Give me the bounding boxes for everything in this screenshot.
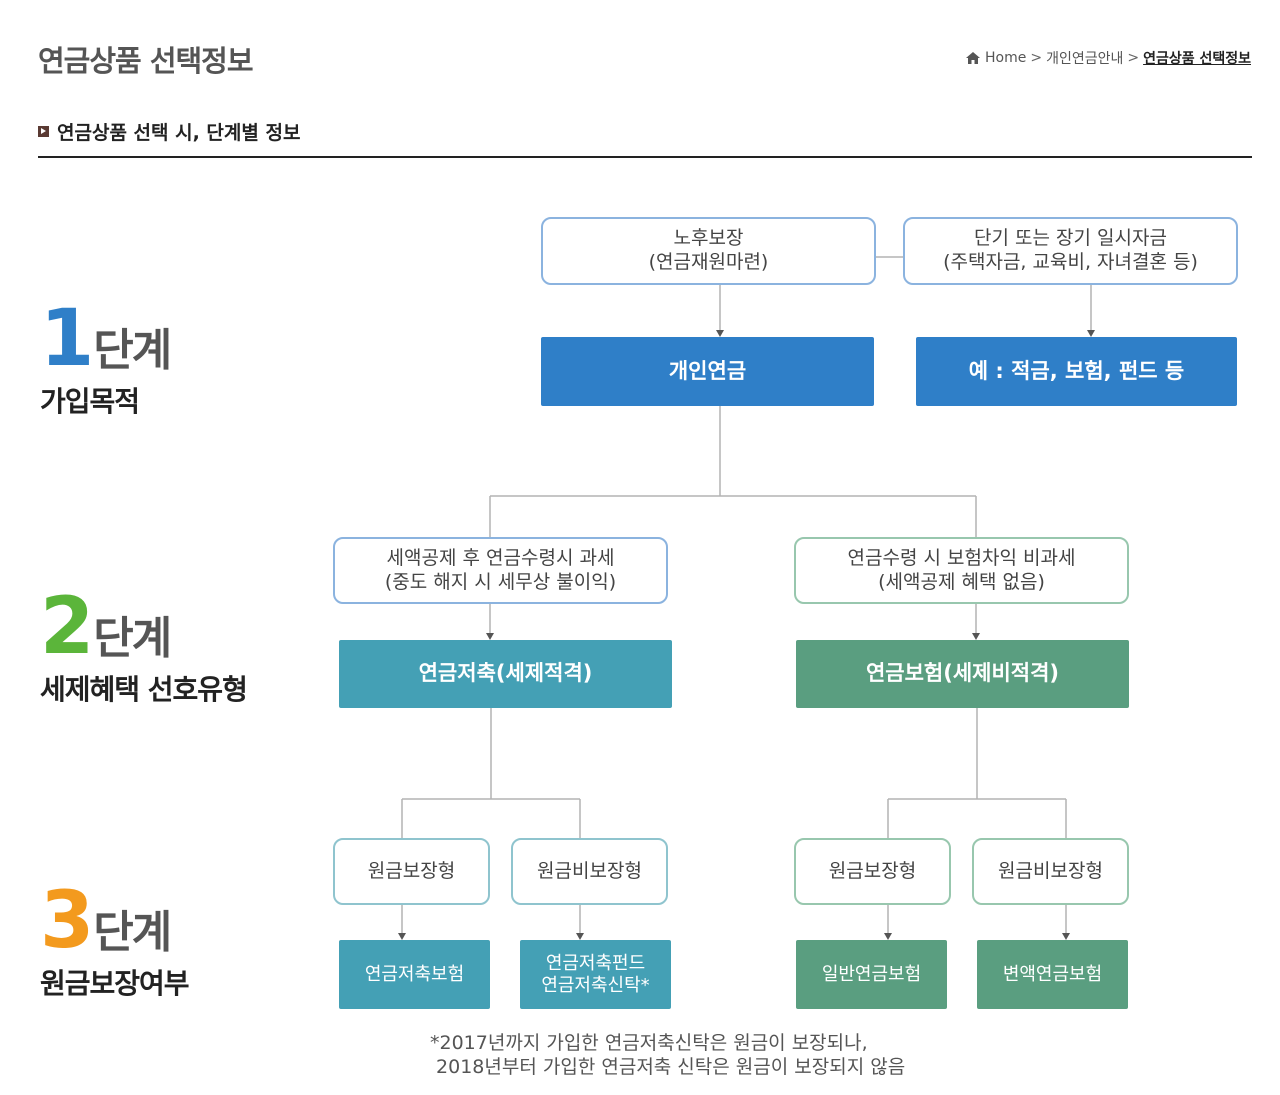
breadcrumb: Home > 개인연금안내 > 연금상품 선택정보 — [965, 48, 1251, 68]
arrow-head — [1062, 933, 1070, 940]
savings-fund-line1: 연금저축펀드 — [545, 952, 646, 974]
page-title: 연금상품 선택정보 — [38, 44, 254, 78]
breadcrumb-separator: > — [1030, 50, 1043, 66]
tax-deduct-line2: (중도 해지 시 세무상 불이익) — [384, 570, 617, 593]
guaranteed-box-2: 원금보장형 — [794, 838, 951, 905]
savings-insurance-box: 연금저축보험 — [339, 940, 490, 1009]
tax-deduct-box: 세액공제 후 연금수령시 과세 (중도 해지 시 세무상 불이익) — [333, 537, 668, 604]
stage-2-subtitle: 세제혜택 선호유형 — [40, 673, 248, 706]
stage-1-label: 1단계 가입목적 — [40, 294, 172, 420]
breadcrumb-separator: > — [1127, 50, 1140, 66]
breadcrumb-level1[interactable]: 개인연금안내 — [1046, 51, 1124, 67]
footnote-line1: *2017년까지 가입한 연금저축신탁은 원금이 보장되나, — [430, 1032, 868, 1054]
arrow-head — [1087, 330, 1095, 337]
breadcrumb-home[interactable]: Home — [984, 50, 1027, 66]
breadcrumb-current[interactable]: 연금상품 선택정보 — [1143, 51, 1251, 67]
savings-qualified-box: 연금저축(세제적격) — [339, 640, 672, 708]
arrow-head — [398, 933, 406, 940]
arrow-head — [576, 933, 584, 940]
arrow-head — [884, 933, 892, 940]
personal-pension-box: 개인연금 — [541, 337, 874, 406]
guaranteed-box-1: 원금보장형 — [333, 838, 490, 905]
savings-fund-trust-box: 연금저축펀드 연금저축신탁* — [520, 940, 671, 1009]
stage-3-label: 3단계 원금보장여부 — [40, 876, 190, 1002]
section-title-text: 연금상품 선택 시, 단계별 정보 — [57, 122, 301, 144]
stage-1-word: 단계 — [93, 325, 172, 376]
arrow-head — [972, 633, 980, 640]
stage-3-number: 3 — [40, 876, 94, 966]
stage-1-number: 1 — [40, 294, 94, 384]
stage-2-label: 2단계 세제혜택 선호유형 — [40, 582, 248, 708]
tax-deduct-line1: 세액공제 후 연금수령시 과세 — [386, 546, 615, 569]
footnote: *2017년까지 가입한 연금저축신탁은 원금이 보장되나, 2018년부터 가… — [430, 1032, 905, 1080]
tax-free-line1: 연금수령 시 보험차익 비과세 — [847, 546, 1076, 569]
tax-free-box: 연금수령 시 보험차익 비과세 (세액공제 혜택 없음) — [794, 537, 1129, 604]
section-divider — [38, 156, 1252, 158]
insurance-nonqualified-box: 연금보험(세제비적격) — [796, 640, 1129, 708]
lump-sum-purpose-line1: 단기 또는 장기 일시자금 — [974, 227, 1167, 250]
stage-2-word: 단계 — [93, 613, 172, 664]
stage-1-subtitle: 가입목적 — [40, 385, 140, 418]
arrow-head — [716, 330, 724, 337]
savings-fund-line2: 연금저축신탁* — [541, 974, 650, 996]
home-icon[interactable] — [965, 51, 981, 65]
footnote-line2: 2018년부터 가입한 연금저축 신탁은 원금이 보장되지 않음 — [430, 1055, 906, 1078]
examples-box: 예 : 적금, 보험, 펀드 등 — [916, 337, 1237, 406]
stage-3-subtitle: 원금보장여부 — [40, 967, 190, 1000]
retirement-purpose-line2: (연금재원마련) — [648, 251, 769, 273]
lump-sum-purpose-line2: (주택자금, 교육비, 자녀결혼 등) — [943, 251, 1198, 273]
retirement-purpose-box: 노후보장 (연금재원마련) — [541, 217, 876, 285]
non-guaranteed-box-2: 원금비보장형 — [972, 838, 1129, 905]
stage-3-word: 단계 — [93, 907, 172, 958]
non-guaranteed-box-1: 원금비보장형 — [511, 838, 668, 905]
lump-sum-purpose-box: 단기 또는 장기 일시자금 (주택자금, 교육비, 자녀결혼 등) — [903, 217, 1238, 285]
retirement-purpose-line1: 노후보장 — [673, 227, 744, 250]
play-bullet-icon — [38, 126, 49, 137]
section-title: 연금상품 선택 시, 단계별 정보 — [38, 118, 300, 145]
general-pension-box: 일반연금보험 — [796, 940, 947, 1009]
tax-free-line2: (세액공제 혜택 없음) — [878, 570, 1045, 593]
variable-pension-box: 변액연금보험 — [977, 940, 1128, 1009]
arrow-head — [486, 633, 494, 640]
stage-2-number: 2 — [40, 582, 94, 672]
